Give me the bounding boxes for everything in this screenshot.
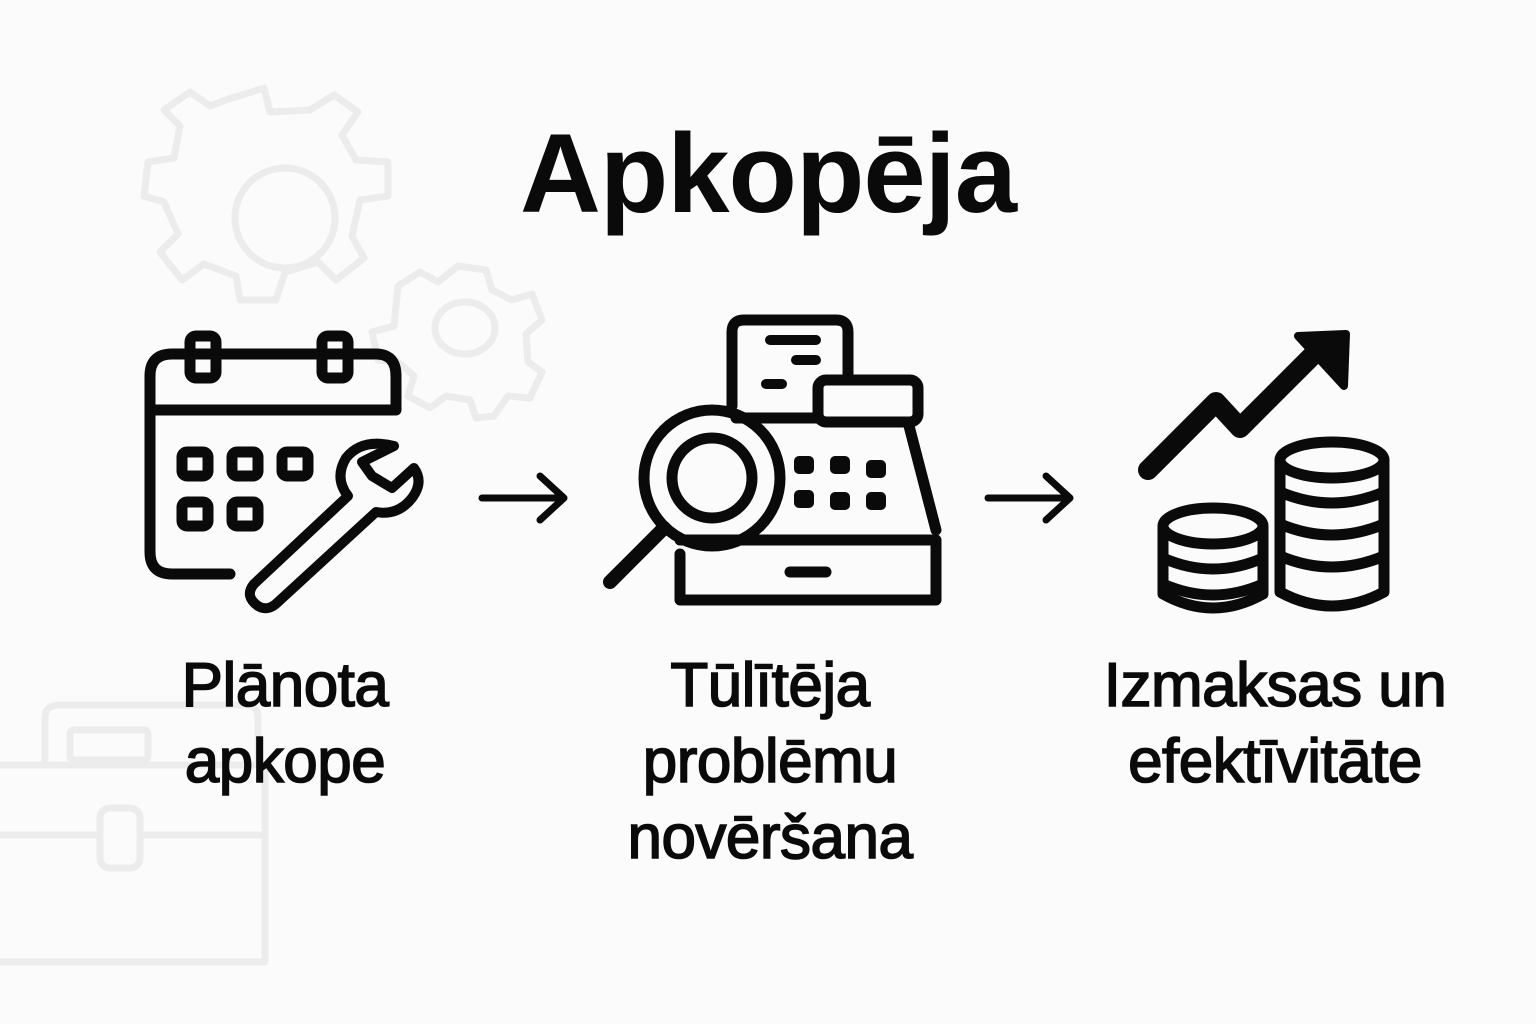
label-line: Plānota [181,650,390,721]
label-line: apkope [184,726,387,797]
label-line: problēmu [642,726,899,797]
arrow-right-icon [984,472,1074,524]
cash-register-magnifier-icon [603,314,942,606]
step-label-cost-efficiency: Izmaksas un efektīvitāte [1060,648,1490,800]
page-title: Apkopēja [519,111,1017,236]
coins-growth-arrow-icon [1138,330,1390,614]
arrow-right-icon [478,472,568,524]
step-label-immediate-troubleshooting: Tūlītēja problēmu novēršana [560,648,980,876]
calendar-wrench-icon [144,330,424,614]
label-line: Izmaksas un [1103,650,1448,721]
label-line: Tūlītēja [670,650,871,721]
label-line: novēršana [627,802,914,873]
step-label-planned-maintenance: Plānota apkope [110,648,460,800]
label-line: efektīvitāte [1127,726,1423,797]
